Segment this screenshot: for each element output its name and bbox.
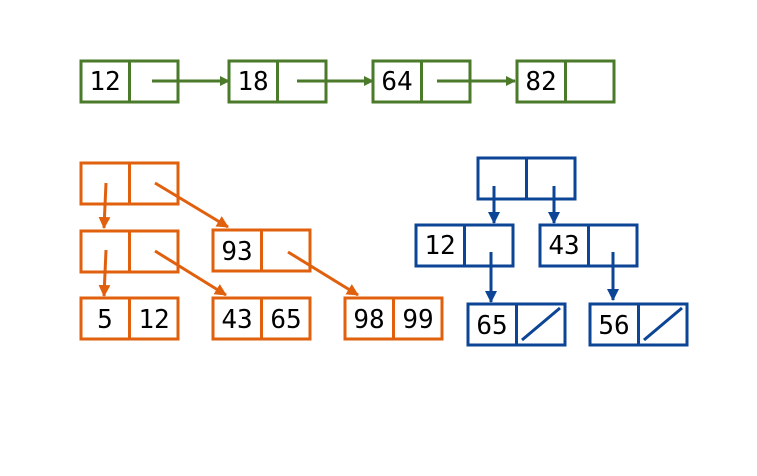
orange-leaf-2: 43 65 bbox=[211, 296, 312, 341]
orange-root-node bbox=[79, 161, 180, 206]
list-node-1-value: 12 bbox=[89, 67, 120, 97]
null-pointer-slash-1 bbox=[521, 306, 561, 342]
blue-grandchild-node-2: 56 bbox=[588, 302, 689, 347]
orange-leaf-3: 98 99 bbox=[343, 296, 444, 341]
orange-arrow-root-to-left bbox=[98, 182, 111, 229]
orange-arrow-left-to-leaf-2 bbox=[154, 249, 227, 297]
blue-grandchild-node-1-value: 65 bbox=[476, 311, 507, 341]
orange-tree: 93 5 12 43 65 98 99 bbox=[79, 161, 444, 341]
orange-leaf-2-key-1: 43 bbox=[221, 305, 252, 335]
orange-leaf-3-key-1: 98 bbox=[353, 305, 384, 335]
orange-leaf-1-key-1: 5 bbox=[97, 305, 113, 335]
orange-internal-left-node bbox=[79, 229, 180, 274]
orange-arrow-left-to-leaf-1 bbox=[98, 249, 111, 297]
list-node-4: 82 bbox=[515, 59, 616, 104]
orange-leaf-1: 5 12 bbox=[79, 296, 180, 341]
linked-list: 12 18 64 82 bbox=[79, 59, 616, 104]
orange-leaf-3-key-2: 99 bbox=[402, 305, 433, 335]
blue-root-node bbox=[476, 156, 577, 201]
list-node-1: 12 bbox=[79, 59, 180, 104]
blue-child-node-1: 12 bbox=[414, 223, 515, 268]
null-pointer-slash-2 bbox=[643, 306, 683, 342]
blue-child-node-1-value: 12 bbox=[424, 231, 455, 261]
blue-child-node-2: 43 bbox=[538, 223, 639, 268]
orange-leaf-1-key-2: 12 bbox=[138, 305, 169, 335]
list-node-4-value: 82 bbox=[525, 67, 556, 97]
orange-arrow-root-to-right bbox=[154, 181, 229, 229]
blue-grandchild-node-1: 65 bbox=[466, 302, 567, 347]
orange-internal-right-node: 93 bbox=[211, 228, 312, 273]
orange-internal-right-value: 93 bbox=[221, 237, 252, 267]
blue-grandchild-node-2-value: 56 bbox=[598, 311, 629, 341]
blue-child-node-2-value: 43 bbox=[548, 231, 579, 261]
orange-leaf-2-key-2: 65 bbox=[270, 305, 301, 335]
list-node-3-value: 64 bbox=[381, 67, 412, 97]
list-node-2-value: 18 bbox=[237, 67, 268, 97]
blue-tree: 12 43 65 56 bbox=[414, 156, 689, 347]
orange-arrow-right-to-leaf-3 bbox=[287, 250, 359, 297]
